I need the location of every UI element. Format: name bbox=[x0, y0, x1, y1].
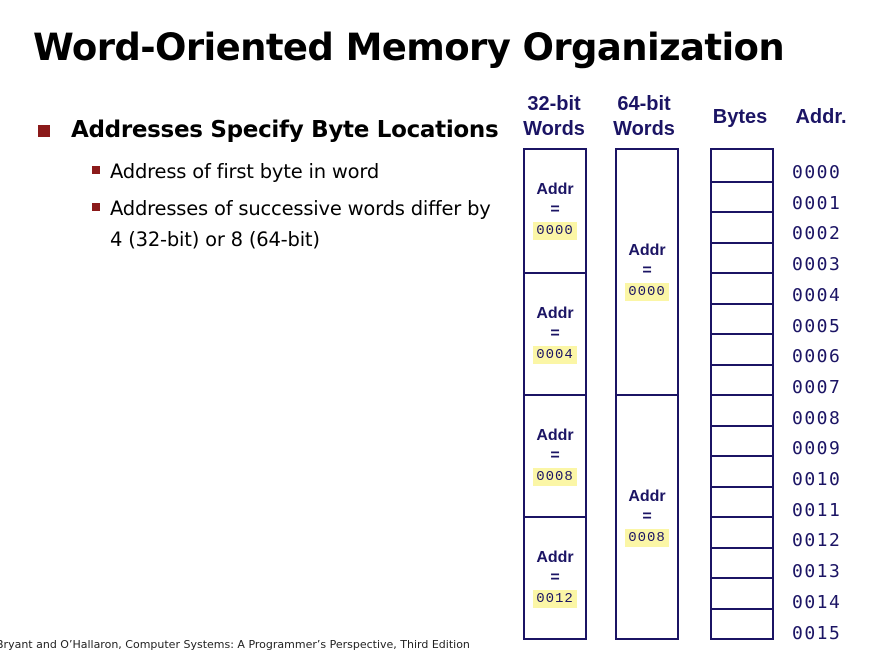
byte-cell bbox=[712, 272, 772, 303]
header-64bit-line2: Words bbox=[613, 118, 675, 140]
sub-bullet-text: Address of first byte in word bbox=[110, 160, 380, 183]
byte-address: 0004 bbox=[792, 284, 842, 306]
addr-word: Addr bbox=[628, 488, 666, 505]
sub-bullet-list: Address of first byte in word Addresses … bbox=[36, 156, 506, 255]
addr-word: Addr bbox=[536, 549, 574, 566]
header-bytes: Bytes bbox=[712, 106, 768, 128]
word-address-value: 0000 bbox=[625, 283, 669, 301]
byte-address: 0010 bbox=[792, 469, 842, 490]
byte-address: 0001 bbox=[792, 192, 842, 214]
word-address-value: 0008 bbox=[533, 468, 577, 486]
equals-sign: = bbox=[550, 447, 560, 464]
byte-address: 0014 bbox=[792, 591, 842, 613]
byte-address: 0006 bbox=[792, 346, 842, 368]
equals-sign: = bbox=[642, 262, 652, 279]
header-32bit-words: 32-bit Words bbox=[512, 92, 596, 142]
sub-bullet: Addresses of successive words differ by … bbox=[90, 193, 506, 255]
byte-cell bbox=[712, 607, 772, 639]
word-address-value: 0000 bbox=[533, 222, 577, 240]
square-bullet-icon bbox=[92, 166, 100, 174]
byte-address: 0007 bbox=[792, 376, 842, 398]
square-bullet-icon bbox=[38, 125, 50, 137]
word-address-label: Addr = 0000 bbox=[525, 180, 585, 240]
equals-sign: = bbox=[550, 569, 560, 586]
word-address-label: Addr = 0008 bbox=[617, 487, 677, 547]
square-bullet-icon bbox=[92, 203, 100, 211]
word-address-label: Addr = 0000 bbox=[617, 241, 677, 301]
byte-address: 0011 bbox=[792, 499, 842, 521]
header-addr: Addr. bbox=[795, 106, 847, 128]
byte-address: 0009 bbox=[792, 438, 842, 460]
equals-sign: = bbox=[642, 508, 652, 525]
header-32bit-line1: 32-bit bbox=[527, 93, 581, 115]
byte-cell bbox=[712, 333, 772, 364]
word-address-label: Addr = 0008 bbox=[525, 426, 585, 486]
byte-address: 0008 bbox=[792, 407, 842, 429]
footer-citation: Bryant and O’Hallaron, Computer Systems:… bbox=[0, 638, 470, 651]
byte-address: 0000 bbox=[792, 162, 842, 183]
addr-word: Addr bbox=[536, 181, 574, 198]
byte-cell bbox=[712, 302, 772, 334]
byte-cell bbox=[712, 180, 772, 212]
bullet-main: Addresses Specify Byte Locations bbox=[36, 112, 506, 148]
addr-word: Addr bbox=[536, 305, 574, 322]
byte-cell bbox=[712, 363, 772, 395]
w64-word-cell: Addr = 0000 bbox=[617, 150, 677, 394]
header-32bit-line2: Words bbox=[523, 118, 585, 140]
byte-address: 0015 bbox=[792, 622, 842, 644]
word-address-label: Addr = 0004 bbox=[525, 304, 585, 364]
byte-cell bbox=[712, 241, 772, 273]
bytes-column bbox=[710, 148, 774, 640]
byte-cell bbox=[712, 485, 772, 517]
header-64bit-line1: 64-bit bbox=[617, 93, 671, 115]
sub-bullet-text: Addresses of successive words differ by … bbox=[110, 197, 491, 251]
w32-word-cell: Addr = 0004 bbox=[525, 272, 585, 394]
equals-sign: = bbox=[550, 201, 560, 218]
addr-word: Addr bbox=[628, 242, 666, 259]
byte-cell bbox=[712, 577, 772, 608]
w32-word-cell: Addr = 0012 bbox=[525, 516, 585, 638]
equals-sign: = bbox=[550, 325, 560, 342]
byte-cell bbox=[712, 424, 772, 456]
addr-word: Addr bbox=[536, 427, 574, 444]
word-address-label: Addr = 0012 bbox=[525, 548, 585, 608]
word-address-value: 0012 bbox=[533, 590, 577, 608]
w32-word-cell: Addr = 0008 bbox=[525, 394, 585, 516]
word-address-value: 0004 bbox=[533, 346, 577, 364]
header-64bit-words: 64-bit Words bbox=[602, 92, 686, 142]
byte-address: 0002 bbox=[792, 223, 842, 245]
byte-cell bbox=[712, 150, 772, 181]
w32-word-cell: Addr = 0000 bbox=[525, 150, 585, 272]
byte-address: 0005 bbox=[792, 315, 842, 337]
sub-bullet: Address of first byte in word bbox=[90, 156, 506, 187]
byte-cell bbox=[712, 546, 772, 578]
slide-title: Word-Oriented Memory Organization bbox=[33, 26, 785, 69]
byte-cell bbox=[712, 516, 772, 547]
byte-address: 0013 bbox=[792, 561, 842, 583]
word-address-value: 0008 bbox=[625, 529, 669, 547]
bullet-list: Addresses Specify Byte Locations Address… bbox=[36, 112, 506, 261]
byte-address: 0003 bbox=[792, 254, 842, 276]
byte-cell bbox=[712, 211, 772, 242]
byte-cell bbox=[712, 394, 772, 425]
byte-cell bbox=[712, 455, 772, 486]
bullet-main-text: Addresses Specify Byte Locations bbox=[71, 117, 499, 143]
byte-address: 0012 bbox=[792, 530, 842, 552]
w64-word-cell: Addr = 0008 bbox=[617, 394, 677, 638]
